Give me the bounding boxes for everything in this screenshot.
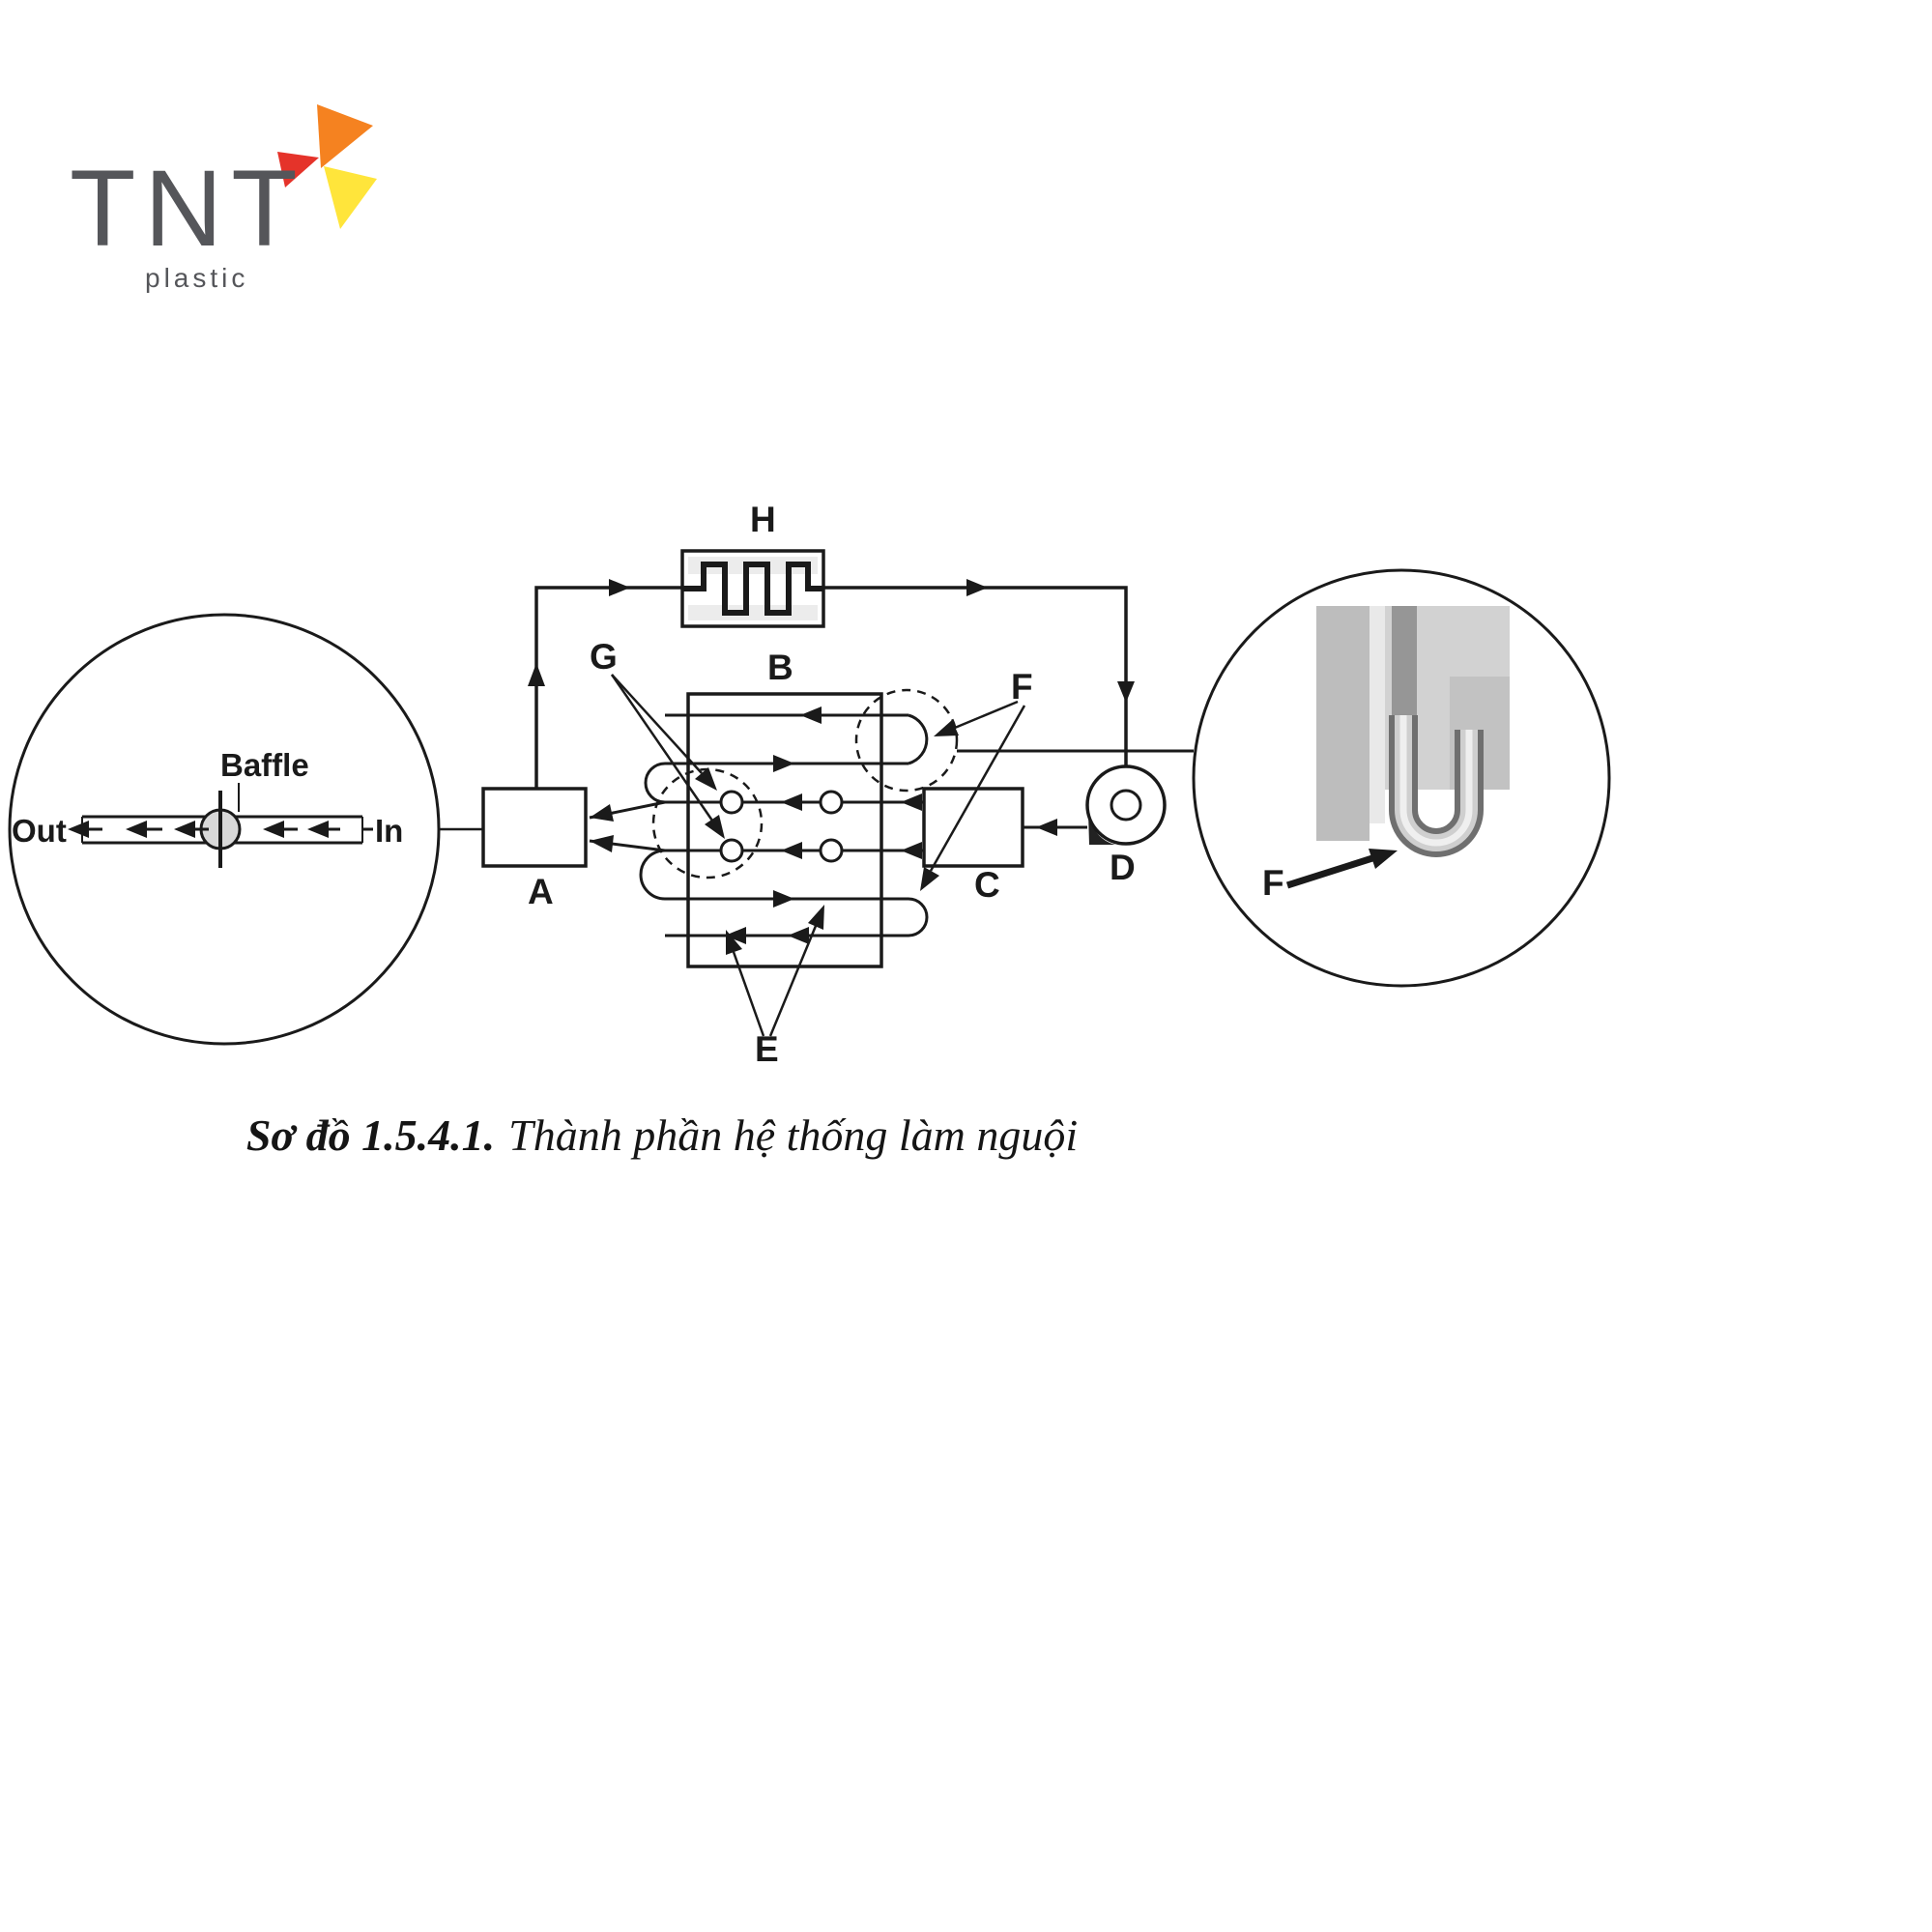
logo-yellow-triangle: [324, 166, 377, 229]
logo-wordmark: TNT: [70, 148, 306, 269]
figure-caption: Sơ đồ 1.5.4.1.Thành phần hệ thống làm ng…: [164, 1110, 1160, 1161]
in-label: In: [375, 813, 403, 849]
detail-f-label: F: [1262, 863, 1284, 903]
u-bend-bottom-left: [639, 849, 666, 901]
callout-e: E: [726, 905, 824, 1069]
logo-triangles-icon: [277, 104, 377, 229]
dashed-detail-circle-f: [854, 688, 959, 793]
label-e: E: [755, 1029, 779, 1069]
u-bend-bottom-right: [908, 897, 929, 937]
label-b: B: [767, 648, 793, 687]
u-bend-top-left: [644, 762, 666, 804]
tnt-plastic-logo: TNT plastic: [70, 104, 379, 309]
left-arrow: [1036, 819, 1057, 836]
pipe-flow-arrows: [68, 821, 329, 838]
channel-flow-arrows: [590, 706, 922, 944]
callout-g: G: [590, 637, 725, 839]
cooling-channels: [589, 713, 929, 937]
logo-red-triangle: [277, 152, 319, 187]
label-h: H: [750, 500, 776, 539]
label-d: D: [1110, 848, 1136, 887]
logo-orange-triangle: [317, 104, 373, 168]
right-arrow: [609, 579, 630, 596]
f-pointer-arrow: [1369, 849, 1398, 869]
hose-detail-view: F: [1192, 568, 1611, 988]
caption-title: Thành phần hệ thống làm nguội: [508, 1110, 1079, 1160]
u-tube-icon: [1389, 715, 1484, 857]
mold-section-render: [1316, 606, 1510, 841]
down-arrow: [1117, 681, 1135, 703]
component-a-manifold: A: [481, 787, 588, 911]
baffle-symbol: [199, 783, 242, 868]
baffle-label: Baffle: [220, 747, 309, 783]
f-pointer-line: [1285, 854, 1374, 889]
label-c: C: [974, 865, 1000, 905]
baffle-detail-view: Baffle Out In: [8, 613, 441, 1046]
callout-f: F: [920, 667, 1033, 891]
component-h-heat-exchanger: H: [680, 500, 825, 628]
out-label: Out: [12, 813, 67, 849]
up-arrow: [528, 663, 545, 686]
label-a: A: [528, 872, 554, 911]
label-g: G: [590, 637, 618, 677]
component-d-pump: D: [1023, 764, 1167, 887]
mold-outline: [686, 692, 883, 968]
return-line-to-h: [528, 579, 682, 789]
supply-line-from-h: [823, 579, 1135, 766]
logo-tagline: plastic: [145, 263, 249, 293]
pump-volute: [1088, 812, 1115, 845]
component-c-manifold: C: [922, 787, 1024, 905]
u-bend-top-right: [908, 713, 929, 765]
pump-body-icon: [1085, 764, 1167, 846]
right-arrow: [966, 579, 988, 596]
baffle-ports: [719, 790, 844, 863]
caption-number: Sơ đồ 1.5.4.1.: [245, 1110, 496, 1160]
label-f: F: [1011, 667, 1033, 706]
component-b-mold: B: [589, 648, 959, 968]
coil-icon: [682, 562, 823, 616]
